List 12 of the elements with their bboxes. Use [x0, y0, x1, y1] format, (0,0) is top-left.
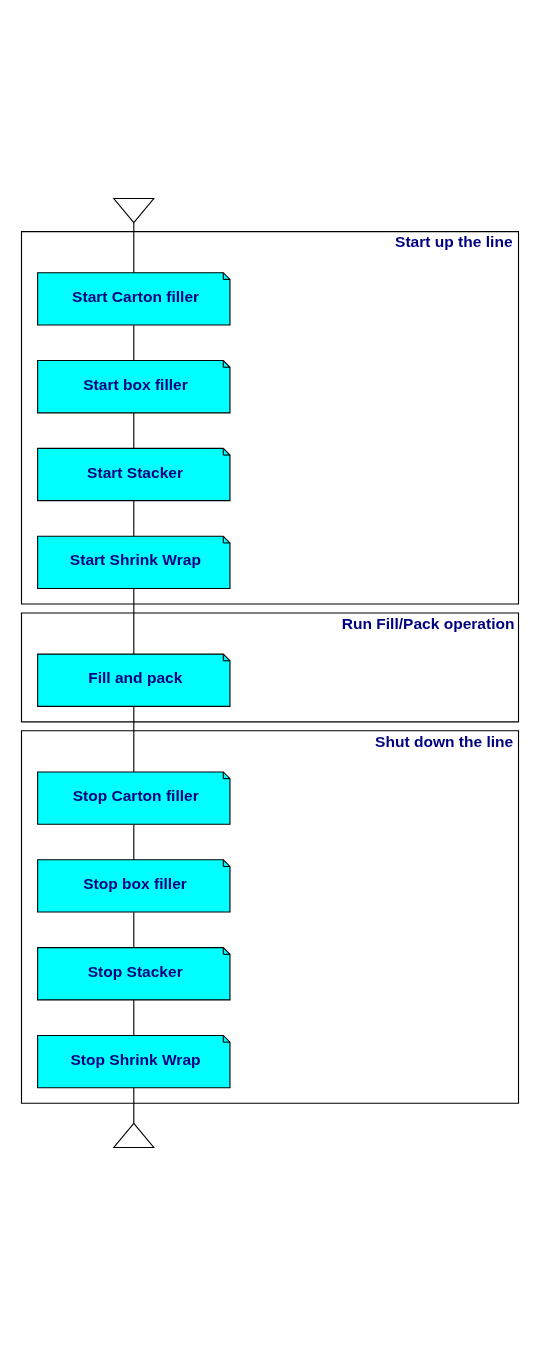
connector [133, 412, 135, 449]
connector [133, 222, 135, 274]
connector [133, 1087, 135, 1124]
connector [133, 324, 135, 362]
connector [133, 911, 135, 949]
connector [133, 588, 135, 655]
connector [133, 500, 135, 537]
node-triangle [112, 197, 155, 224]
connector [133, 823, 135, 861]
connector [133, 999, 135, 1036]
connector [133, 705, 135, 773]
node-triangle [112, 1122, 155, 1149]
